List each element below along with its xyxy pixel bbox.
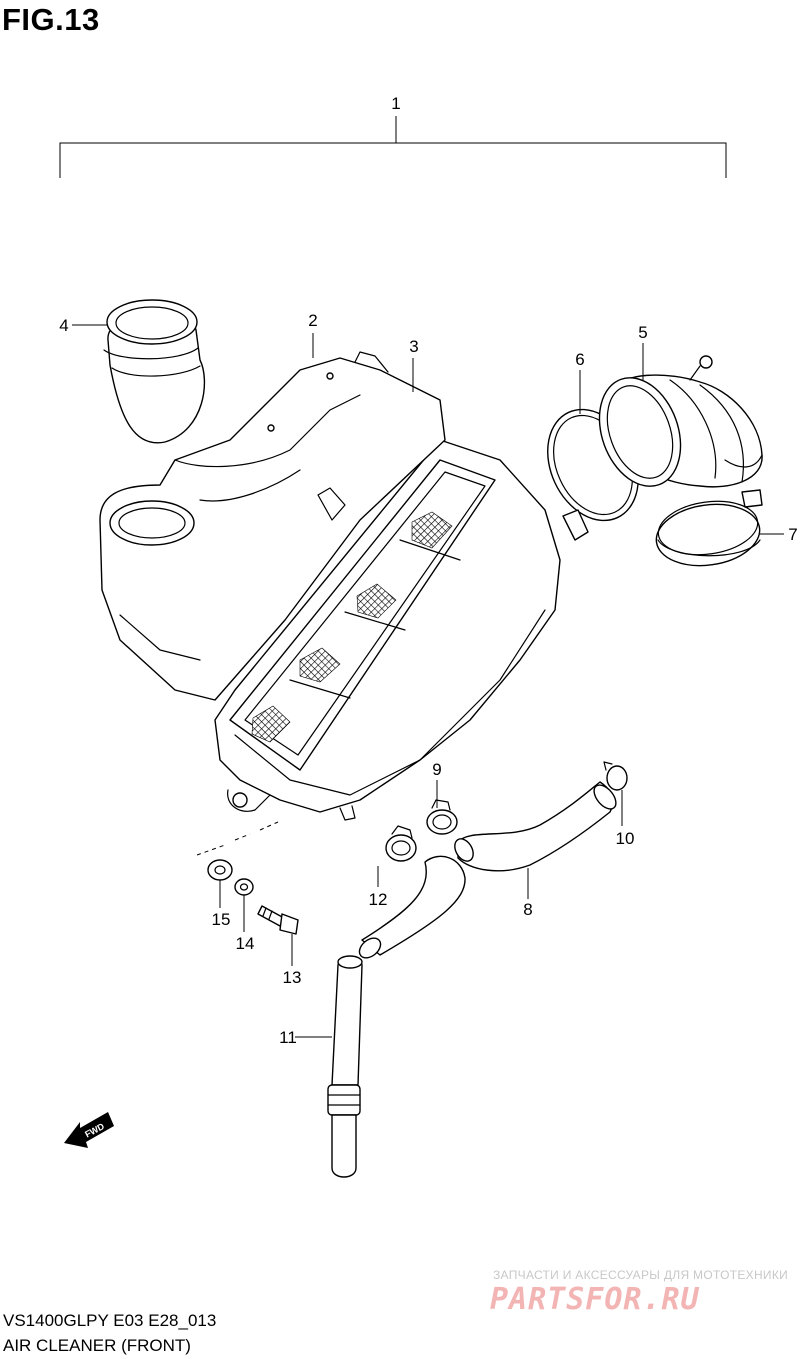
part-13-bolt	[257, 905, 299, 935]
part-14-washer	[234, 878, 254, 896]
model-code: VS1400GLPY E03 E28_013	[3, 1311, 217, 1330]
part-15-grommet	[207, 859, 233, 881]
callout-13: 13	[283, 968, 302, 987]
callout-14: 14	[236, 934, 255, 953]
part-8-hose	[454, 781, 617, 872]
part-9-clamp	[426, 799, 458, 835]
part-12-clamp	[385, 825, 417, 862]
figure-title: FIG.13	[2, 2, 100, 37]
callout-5: 5	[638, 323, 647, 342]
callout-1: 1	[391, 94, 400, 113]
callout-4: 4	[59, 316, 68, 335]
callout-12: 12	[369, 890, 388, 909]
callout-15: 15	[212, 910, 231, 929]
callout-3: 3	[409, 337, 418, 356]
part-11-drain-hose	[327, 955, 363, 1178]
part-7-clamp	[655, 489, 763, 567]
leader-lines	[72, 324, 784, 1038]
part-10-clip	[603, 761, 628, 791]
part-5-intake-boot	[598, 355, 763, 488]
assembly-bracket	[59, 116, 727, 178]
callout-6: 6	[575, 350, 584, 369]
part-2-3-air-cleaner-housing	[99, 351, 561, 821]
part-4-intake-funnel	[103, 299, 206, 444]
callout-11: 11	[279, 1028, 297, 1047]
section-name: AIR CLEANER (FRONT)	[3, 1336, 191, 1355]
callout-7: 7	[788, 525, 797, 544]
watermark-tagline: ЗАПЧАСТИ И АКСЕССУАРЫ ДЛЯ МОТОТЕХНИКИ	[493, 1268, 789, 1282]
watermark-logo: PARTSFOR.RU	[490, 1282, 700, 1317]
fwd-arrow-icon: FWD	[64, 1112, 114, 1148]
callout-2: 2	[308, 311, 317, 330]
callout-9: 9	[432, 760, 441, 779]
part-12-elbow-hose	[358, 855, 466, 959]
callout-10: 10	[616, 829, 635, 848]
callout-8: 8	[523, 900, 532, 919]
